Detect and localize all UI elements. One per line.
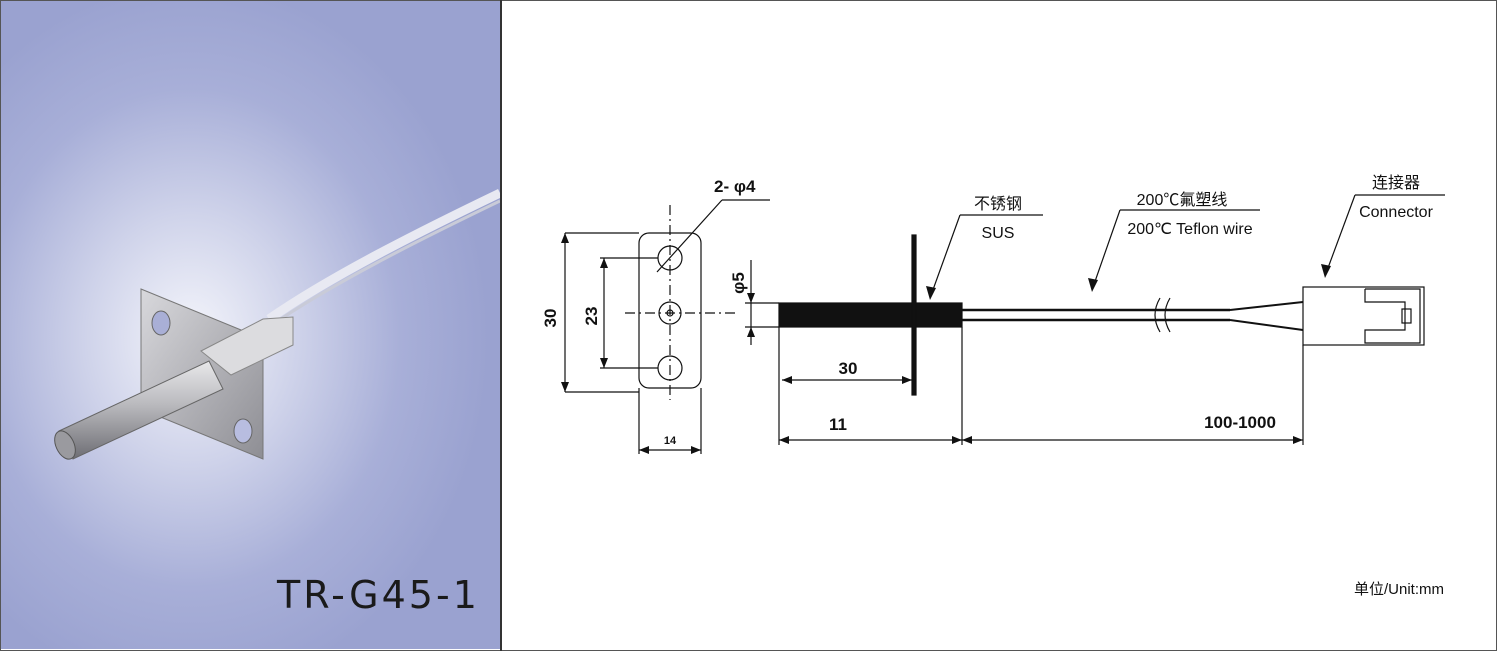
probe-tip [54,430,76,460]
dim-30-probe-label: 30 [839,359,858,378]
leader-sus [929,214,961,299]
mount-hole-bottom [233,418,253,444]
cable-break-right [1164,297,1171,333]
wire-en-label: 200℃ Teflon wire [1127,221,1252,238]
dim-phi5-label: φ5 [729,272,748,294]
lead-bottom [1229,319,1304,331]
product-photo: TR-G45-1 [1,1,500,649]
panel-divider [500,0,502,651]
dim-11-label: 11 [829,415,847,434]
connector-cn-label: 连接器 [1372,174,1420,192]
connector-body [1302,286,1425,346]
unit-label: 单位/Unit:mm [1354,581,1444,598]
mount-hole-top [151,310,171,336]
connector-en-label: Connector [1359,204,1433,221]
wire-cn-label: 200℃氟塑线 [1137,191,1228,209]
leader-connector [1324,194,1356,277]
connector-latch [1364,288,1421,344]
flange-side [911,234,917,396]
connector-slot [1401,308,1412,324]
hole-label: 2- φ4 [714,177,756,196]
sensor-illustration [54,188,500,460]
dim-23-label: 23 [582,307,601,326]
leader-wire [1091,209,1121,291]
leader-hole [656,199,723,273]
technical-drawing: 2- φ4 30 23 14 φ5 30 11 100-1000 不锈钢 SUS… [541,174,1445,598]
dim-30-plate-label: 30 [541,309,560,328]
cable-shape [266,188,500,323]
material-cn-label: 不锈钢 [974,195,1022,213]
material-en-label: SUS [982,225,1015,242]
dim-cable-label: 100-1000 [1204,413,1276,432]
dim-14-label: 14 [664,435,677,447]
probe-body [778,302,963,328]
cable-shadow [268,199,500,329]
lead-top [1229,301,1304,311]
model-label: TR-G45-1 [277,573,480,617]
arrowheads [561,233,1331,454]
sleeve [200,316,294,376]
cable-break-left [1154,297,1161,333]
